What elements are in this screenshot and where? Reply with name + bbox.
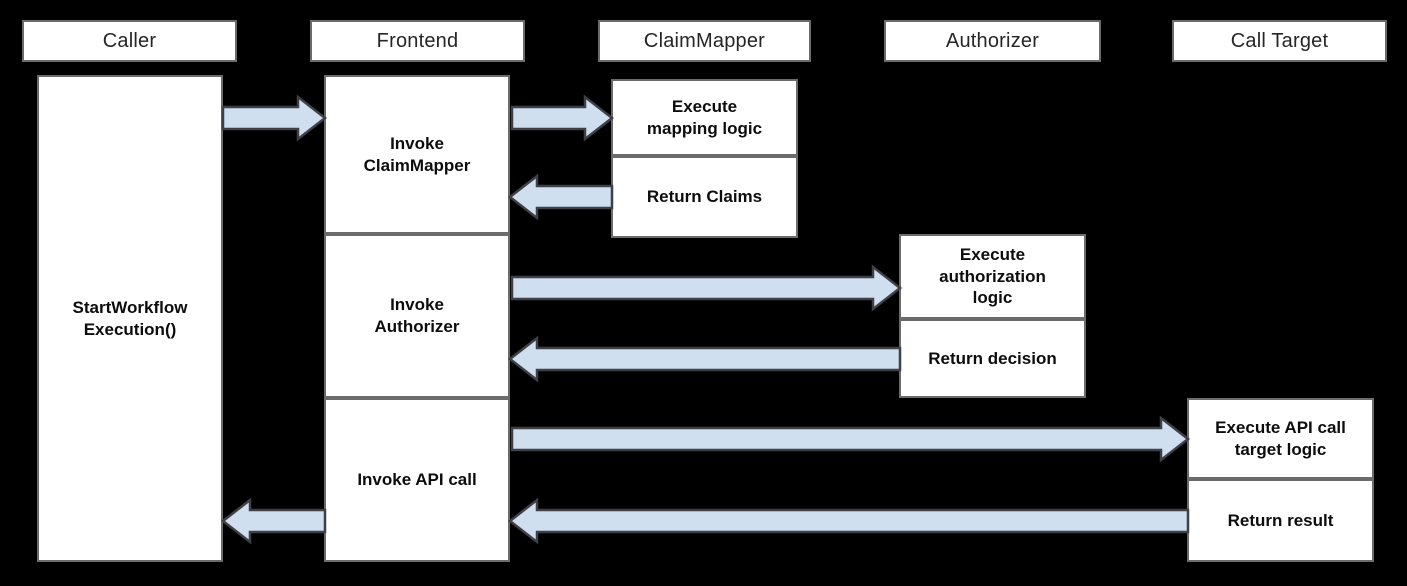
arrow-frontend-to-calltarget[interactable]	[510, 415, 1191, 463]
arrow-frontend-to-authorizer[interactable]	[510, 264, 903, 312]
arrow-claimmapper-to-frontend[interactable]	[507, 173, 614, 221]
arrow-caller-to-frontend[interactable]	[221, 94, 328, 142]
activation-label-cm-execute: Execute mapping logic	[647, 96, 762, 140]
activation-label-ct-execute: Execute API call target logic	[1215, 417, 1346, 461]
lifeline-label-caller: Caller	[102, 30, 157, 52]
activation-line-2: authorization	[939, 266, 1046, 286]
activation-line-1: Execute	[959, 244, 1026, 264]
activation-line-1: Return Claims	[646, 187, 763, 207]
lifeline-header-authorizer[interactable]: Authorizer	[884, 20, 1101, 62]
lifeline-label-calltarget: Call Target	[1230, 30, 1329, 52]
activation-calltarget-return-result[interactable]: Return result	[1187, 479, 1374, 562]
arrow-frontend-to-caller[interactable]	[220, 497, 327, 545]
activation-label-fe-authorizer: Invoke Authorizer	[375, 294, 460, 338]
activation-label-caller-start: StartWorkflow Execution()	[73, 297, 188, 341]
activation-line-1: Invoke	[390, 295, 444, 315]
activation-authorizer-execute-authorization[interactable]: Execute authorization logic	[899, 234, 1086, 319]
activation-line-2: mapping logic	[646, 118, 763, 138]
activation-claimmapper-return-claims[interactable]: Return Claims	[611, 156, 798, 238]
activation-line-2: Authorizer	[374, 317, 460, 336]
activation-authorizer-return-decision[interactable]: Return decision	[899, 319, 1086, 398]
activation-frontend-invoke-claimmapper[interactable]: Invoke ClaimMapper	[324, 75, 510, 234]
activation-line-2: ClaimMapper	[363, 155, 471, 175]
activation-line-1: Execute	[671, 96, 738, 116]
activation-label-az-return: Return decision	[928, 348, 1056, 370]
activation-line-1: Invoke API call	[357, 470, 477, 490]
activation-label-ct-return: Return result	[1228, 510, 1334, 532]
activation-label-az-execute: Execute authorization logic	[939, 244, 1046, 309]
activation-line-1: Invoke	[390, 133, 444, 153]
activation-line-1: StartWorkflow	[72, 297, 188, 317]
lifeline-label-authorizer: Authorizer	[945, 30, 1040, 52]
lifeline-label-frontend: Frontend	[376, 30, 459, 52]
activation-caller-start-workflow[interactable]: StartWorkflow Execution()	[37, 75, 223, 562]
activation-label-fe-claimmapper: Invoke ClaimMapper	[364, 133, 471, 177]
arrow-frontend-to-claimmapper[interactable]	[510, 94, 615, 142]
activation-frontend-invoke-authorizer[interactable]: Invoke Authorizer	[324, 234, 510, 398]
activation-line-2: Execution()	[83, 319, 177, 339]
arrow-authorizer-to-frontend[interactable]	[507, 335, 902, 383]
activation-line-2: target logic	[1234, 439, 1327, 459]
lifeline-header-caller[interactable]: Caller	[22, 20, 237, 62]
activation-label-fe-api-call: Invoke API call	[357, 469, 476, 491]
activation-line-1: Return result	[1227, 510, 1334, 530]
activation-claimmapper-execute-mapping[interactable]: Execute mapping logic	[611, 79, 798, 156]
activation-label-cm-return: Return Claims	[647, 186, 762, 208]
lifeline-header-frontend[interactable]: Frontend	[310, 20, 525, 62]
lifeline-header-calltarget[interactable]: Call Target	[1172, 20, 1387, 62]
activation-line-1: Execute API call	[1215, 417, 1346, 437]
arrow-calltarget-to-frontend[interactable]	[507, 497, 1190, 545]
activation-line-1: Return decision	[928, 348, 1057, 368]
lifeline-header-claimmapper[interactable]: ClaimMapper	[598, 20, 811, 62]
activation-line-3: logic	[972, 288, 1013, 308]
activation-calltarget-execute-api[interactable]: Execute API call target logic	[1187, 398, 1374, 479]
lifeline-label-claimmapper: ClaimMapper	[643, 30, 766, 52]
activation-frontend-invoke-api-call[interactable]: Invoke API call	[324, 398, 510, 562]
